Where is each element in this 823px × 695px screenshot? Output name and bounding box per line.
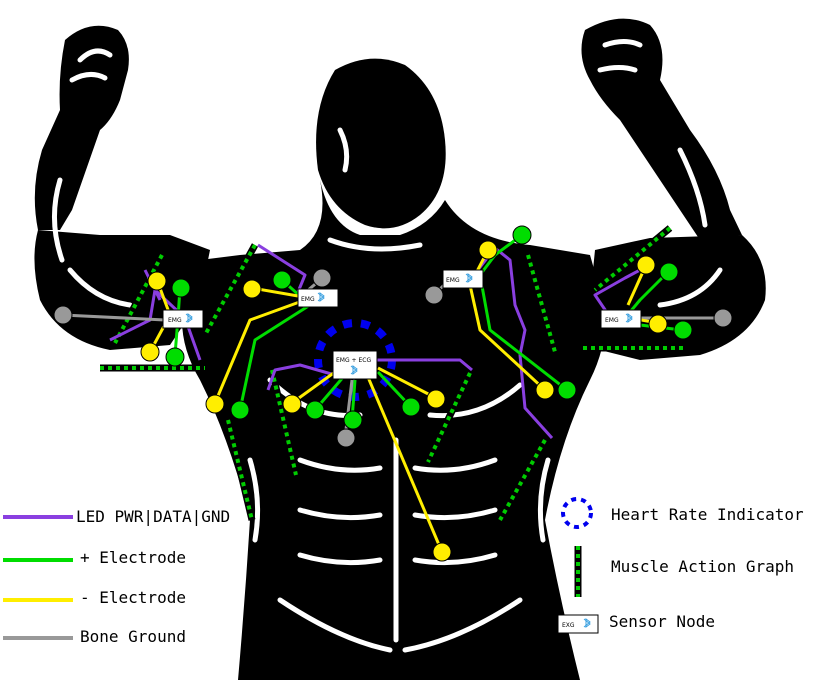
minus-electrode-dot bbox=[426, 389, 446, 409]
minus-electrode-dot bbox=[478, 240, 498, 260]
legend-graph: Muscle Action Graph bbox=[574, 546, 794, 597]
heart-rate-icon bbox=[561, 497, 593, 529]
sensor-icon-label: EXG bbox=[562, 622, 575, 629]
plus-electrode-dot bbox=[659, 262, 679, 282]
plus-electrode-dot bbox=[557, 380, 577, 400]
sensor-node-center: EMG + ECG bbox=[332, 350, 378, 380]
minus-electrode-dot bbox=[147, 271, 167, 291]
plus-electrode-dot bbox=[673, 320, 693, 340]
graph-left-abs bbox=[268, 369, 300, 476]
legend-sensor: EXG Sensor Node bbox=[557, 612, 715, 634]
sensor-node-left-chest: EMG bbox=[297, 288, 339, 308]
node-label: EMG bbox=[168, 317, 182, 324]
muscle-definition-lines bbox=[52, 39, 723, 653]
legend-right: Heart Rate Indicator Muscle Action Graph… bbox=[557, 497, 804, 634]
bone-ground-dot bbox=[336, 428, 356, 448]
legend-ground: Bone Ground bbox=[3, 627, 186, 646]
minus-electrode-dot bbox=[282, 394, 302, 414]
legend-graph-label: Muscle Action Graph bbox=[611, 557, 794, 576]
legend-minus-label: - Electrode bbox=[80, 588, 186, 607]
node-label: EMG + ECG bbox=[336, 357, 371, 364]
legend-plus: + Electrode bbox=[3, 548, 186, 567]
plus-electrode-dot bbox=[343, 410, 363, 430]
graph-left-delt bbox=[201, 243, 259, 337]
sensor-node-right-arm: EMG bbox=[600, 309, 642, 329]
legend-left: LED PWR|DATA|GND + Electrode - Electrode… bbox=[3, 507, 230, 646]
legend-heart: Heart Rate Indicator bbox=[561, 497, 804, 529]
node-label: EMG bbox=[605, 317, 619, 324]
legend-heart-label: Heart Rate Indicator bbox=[611, 505, 804, 524]
legend-sensor-label: Sensor Node bbox=[609, 612, 715, 631]
graph-left-lower bbox=[224, 419, 256, 521]
plus-electrode-dot bbox=[512, 225, 532, 245]
sensor-node-left-arm: EMG bbox=[162, 309, 204, 329]
bone-ground-dot bbox=[424, 285, 444, 305]
muscle-action-graphs bbox=[100, 225, 686, 522]
minus-electrode-dot bbox=[140, 342, 160, 362]
sensor-node-right-chest: EMG bbox=[442, 269, 484, 289]
plus-electrode-dot bbox=[272, 270, 292, 290]
bluetooth-icon bbox=[583, 618, 591, 628]
plus-electrode-dot bbox=[230, 400, 250, 420]
legend-led: LED PWR|DATA|GND bbox=[3, 507, 230, 526]
bone-ground-dot bbox=[713, 308, 733, 328]
bone-ground-dot bbox=[312, 268, 332, 288]
electrode-dots bbox=[53, 225, 733, 562]
plus-electrode-dot bbox=[305, 400, 325, 420]
bluetooth-icon bbox=[317, 292, 325, 302]
plus-electrode-dot bbox=[171, 278, 191, 298]
minus-electrode-dot bbox=[636, 255, 656, 275]
bluetooth-icon bbox=[185, 313, 193, 323]
node-label: EMG bbox=[446, 277, 460, 284]
minus-electrode-dot bbox=[535, 380, 555, 400]
legend-plus-label: + Electrode bbox=[80, 548, 186, 567]
graph-right-chest bbox=[524, 254, 559, 353]
legend-ground-label: Bone Ground bbox=[80, 627, 186, 646]
minus-electrode-dot bbox=[648, 314, 668, 334]
graph-right-lower bbox=[496, 438, 549, 522]
bone-ground-dot bbox=[53, 305, 73, 325]
node-label: EMG bbox=[301, 296, 315, 303]
minus-electrode-dot bbox=[432, 542, 452, 562]
bluetooth-icon bbox=[465, 273, 473, 283]
legend-led-label: LED PWR|DATA|GND bbox=[76, 507, 230, 526]
minus-electrode-dot bbox=[242, 279, 262, 299]
legend-minus: - Electrode bbox=[3, 588, 186, 607]
plus-electrode-dot bbox=[165, 347, 185, 367]
bluetooth-icon bbox=[350, 365, 358, 375]
minus-electrode-dot bbox=[205, 394, 225, 414]
graph-right-arm-diagonal bbox=[592, 225, 673, 293]
graph-right-abs bbox=[424, 371, 474, 464]
graph-left-arm-vertical bbox=[111, 253, 166, 345]
bluetooth-icon bbox=[625, 313, 633, 323]
plus-electrode-dot bbox=[401, 397, 421, 417]
